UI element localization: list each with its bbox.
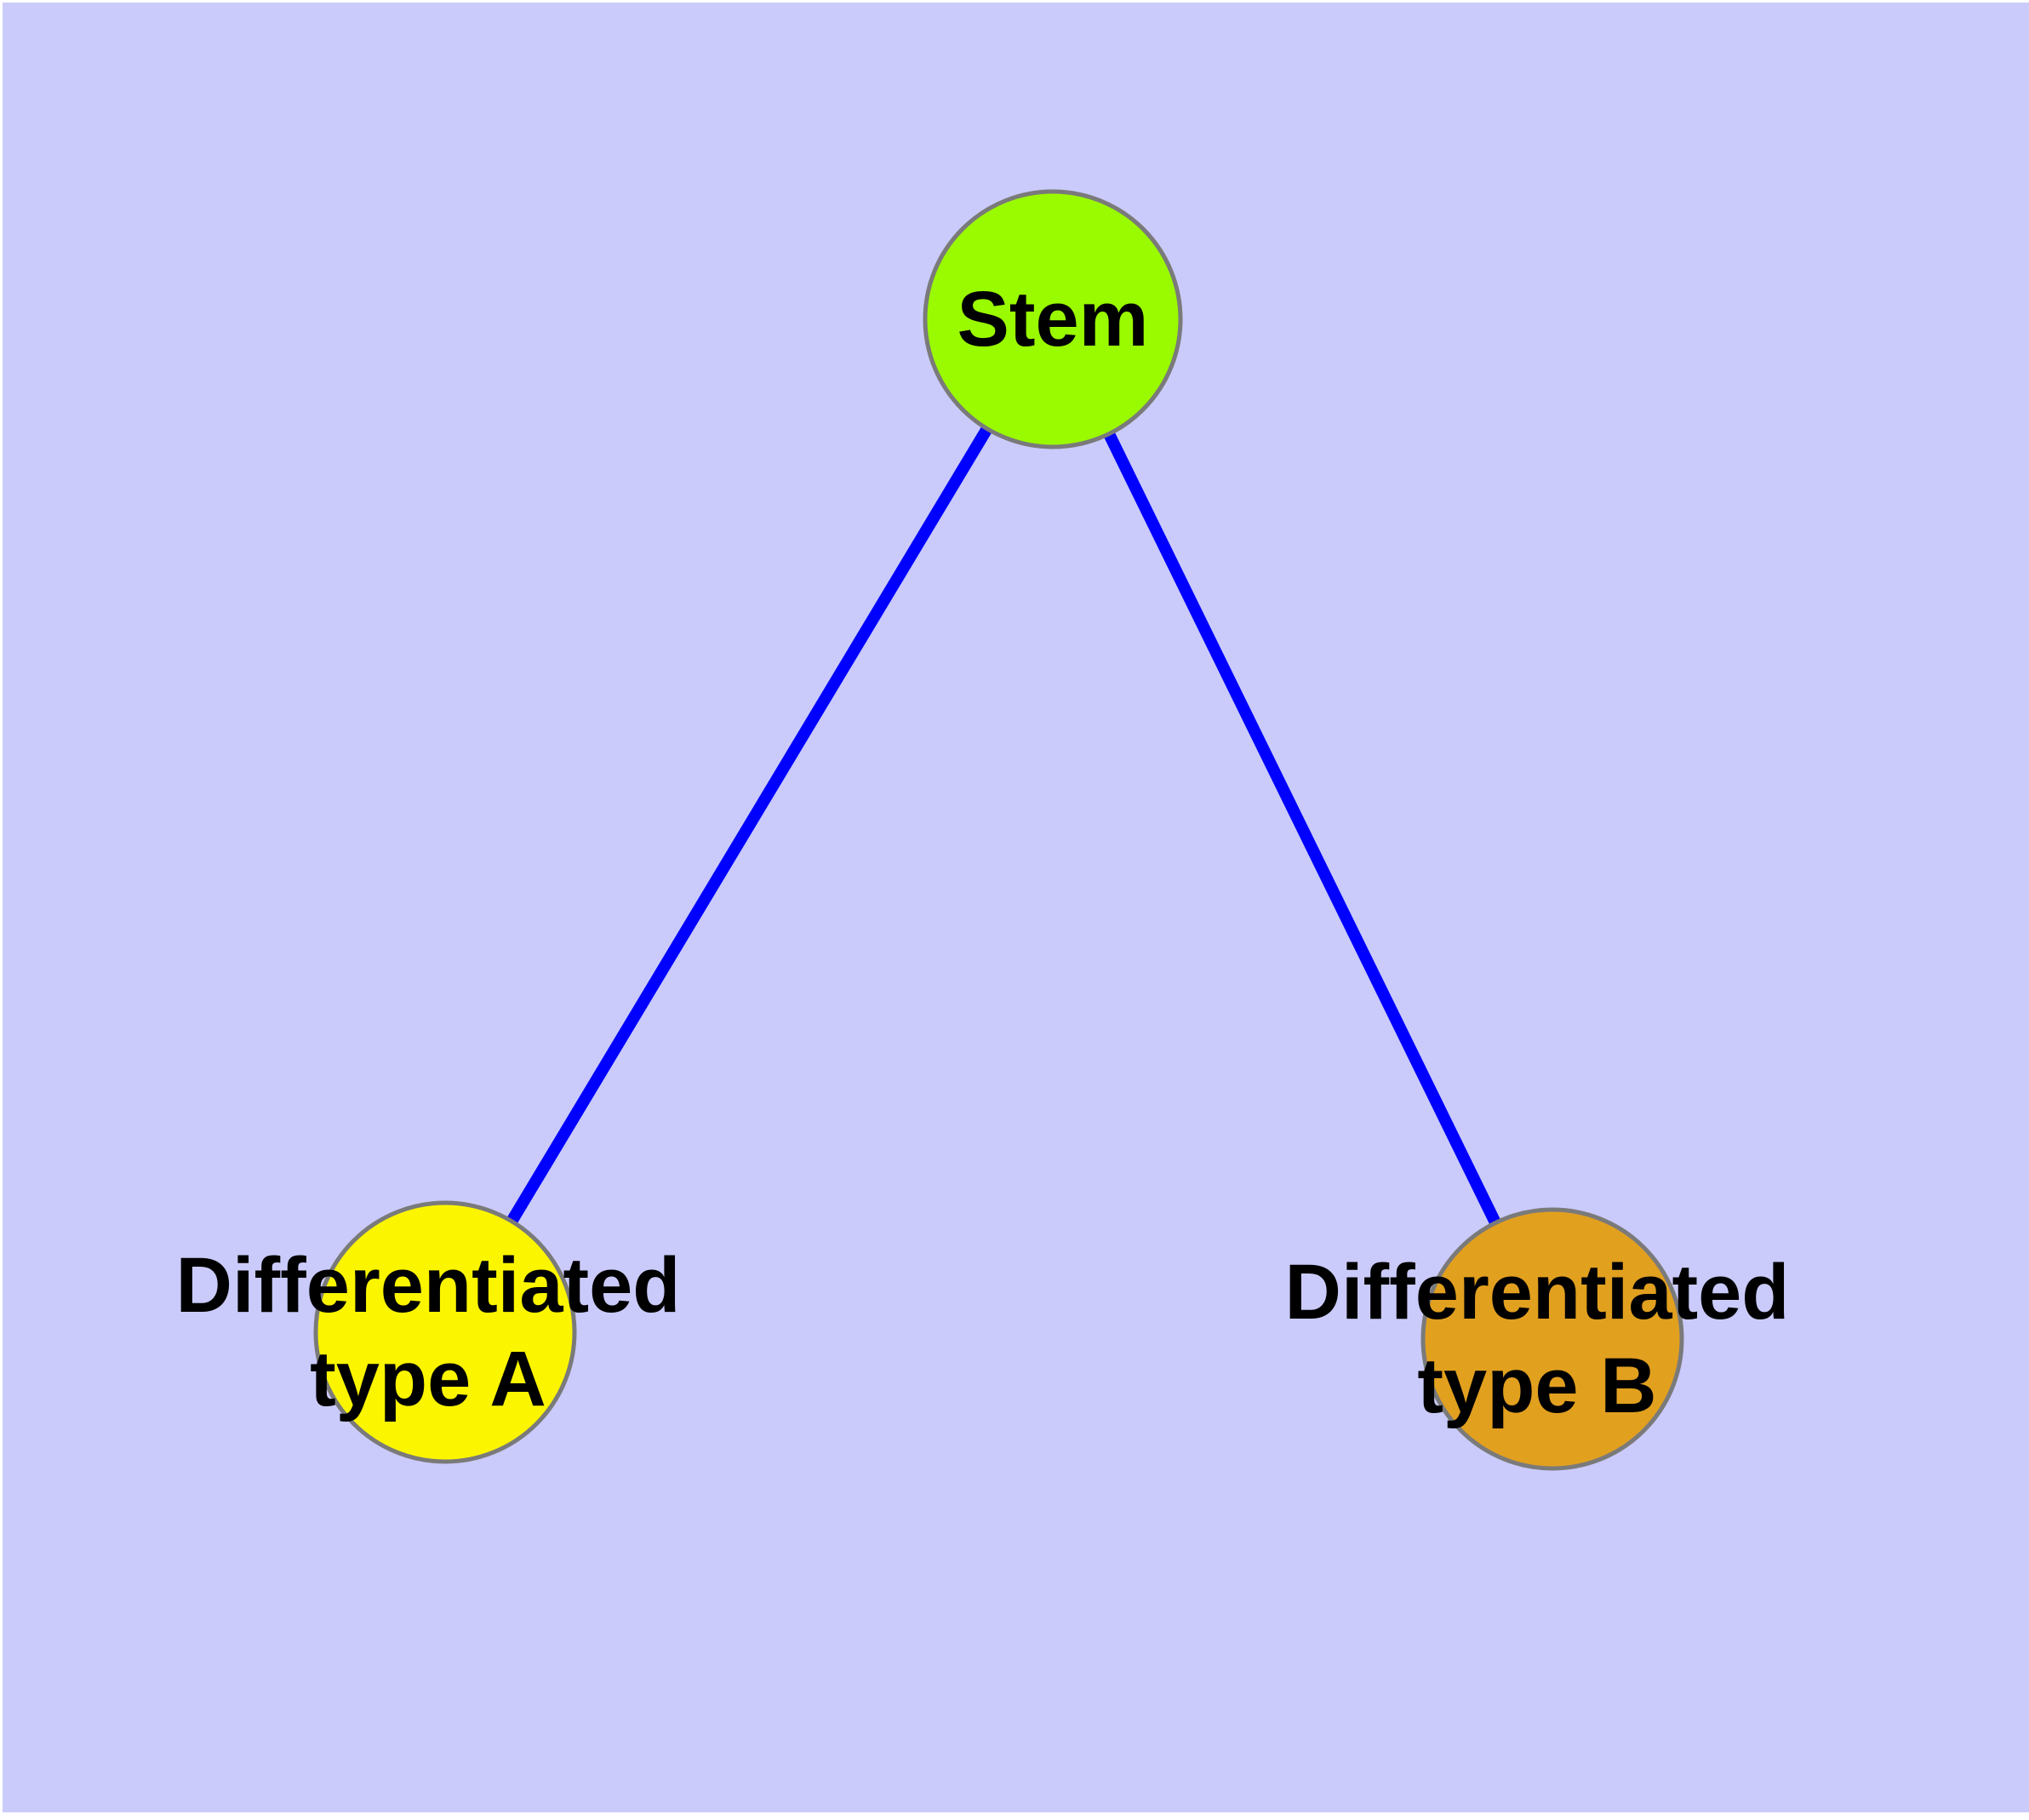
node-label-differentiated-type-a-line-2: type A [310,1336,546,1422]
node-label-differentiated-type-a-line-1: Differentiated [176,1242,681,1329]
node-circle-differentiated-type-b [1420,1207,1684,1471]
node-circle-differentiated-type-a [313,1200,577,1464]
node-circle-stem [923,189,1183,449]
node-label-differentiated-type-b-line-2: type B [1417,1342,1656,1429]
node-label-stem-line-1: Stem [957,276,1149,363]
edge-stem-to-differentiated-type-b [1047,316,1558,1342]
node-stem: Stem [923,189,1183,449]
node-label-differentiated-type-b-line-1: Differentiated [1285,1249,1790,1336]
edge-stem-to-differentiated-type-a [439,316,1059,1336]
